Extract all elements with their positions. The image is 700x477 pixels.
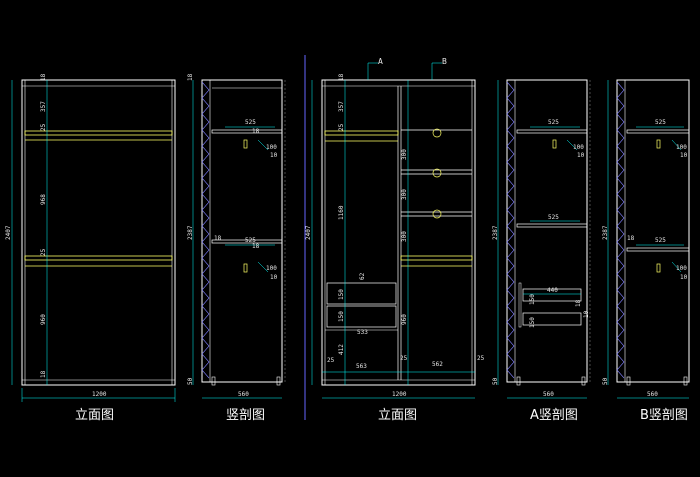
section-1: 2387 18 525 18 100 10 18 525 18 100 10 5… bbox=[187, 73, 286, 399]
caption-section-1: 竖剖图 bbox=[226, 408, 266, 423]
dim-e2-top: 18 bbox=[338, 73, 345, 81]
dim-e1-a: 357 bbox=[40, 101, 47, 112]
dim-s1-r2: 100 bbox=[266, 265, 277, 272]
dim-sb-w2: 525 bbox=[655, 237, 666, 244]
dim-sb-w1: 525 bbox=[655, 119, 666, 126]
caption-section-b: B竖剖图 bbox=[640, 408, 688, 423]
dim-e2-c: 62 bbox=[359, 272, 366, 280]
dim-e2-total-height: 2407 bbox=[305, 225, 312, 240]
dim-sa-w1: 525 bbox=[548, 119, 559, 126]
dim-sa-r1: 100 bbox=[573, 144, 584, 151]
section-a-drawer-2 bbox=[522, 312, 582, 326]
dim-s1-mid: 18 bbox=[214, 235, 222, 242]
elevation-1: 2407 18 357 25 968 25 960 18 1200 bbox=[5, 73, 176, 402]
dim-sa-w2: 525 bbox=[548, 214, 559, 221]
section-1-back-hatch bbox=[201, 81, 210, 379]
dim-e1-width: 1200 bbox=[92, 391, 107, 398]
dim-s1-bottom: 50 bbox=[187, 377, 194, 385]
section-marker-b: B bbox=[442, 57, 447, 66]
section-b: 2387 525 100 10 18 525 100 10 50 560 bbox=[602, 79, 690, 399]
dim-e2-533: 533 bbox=[357, 329, 368, 336]
dim-e2-width: 1200 bbox=[392, 391, 407, 398]
drawer-1 bbox=[326, 282, 397, 305]
dim-sa-total-height: 2387 bbox=[492, 225, 499, 240]
dim-e2-25b: 25 bbox=[400, 355, 408, 362]
dim-sb-total-height: 2387 bbox=[602, 225, 609, 240]
dim-s1-d1: 18 bbox=[252, 128, 260, 135]
shelf-1 bbox=[24, 130, 173, 136]
dim-e2-s1: 300 bbox=[401, 149, 408, 160]
dim-sb-r2b: 10 bbox=[680, 274, 688, 281]
dim-e2-25c: 25 bbox=[477, 355, 485, 362]
dim-s1-w2: 525 bbox=[245, 237, 256, 244]
section-marker-a: A bbox=[378, 57, 383, 66]
dim-sa-150b: 150 bbox=[529, 317, 536, 328]
dim-sa-r1b: 10 bbox=[577, 152, 585, 159]
drawer-2 bbox=[326, 305, 397, 328]
dim-s1-r1b: 10 bbox=[270, 152, 278, 159]
dim-e1-c: 25 bbox=[40, 248, 47, 256]
dim-sb-r1: 100 bbox=[676, 144, 687, 151]
dim-s1-width: 560 bbox=[238, 391, 249, 398]
shelf-2 bbox=[24, 255, 173, 261]
section-a-drawer-1 bbox=[522, 288, 582, 302]
dim-e2-563: 563 bbox=[356, 363, 367, 370]
dim-sa-440: 440 bbox=[547, 287, 558, 294]
section-a: 2387 525 100 10 525 440 18 150 150 10 50… bbox=[492, 79, 591, 399]
dim-e2-d: 150 bbox=[338, 289, 345, 300]
dim-s1-r1: 100 bbox=[266, 144, 277, 151]
dim-e1-low: 960 bbox=[40, 314, 47, 325]
dim-e1-bottom: 18 bbox=[40, 370, 47, 378]
dim-e2-a: 357 bbox=[338, 101, 345, 112]
dim-sb-r1b: 10 bbox=[680, 152, 688, 159]
dim-sa-150a: 150 bbox=[529, 294, 536, 305]
dim-sb-r2: 100 bbox=[676, 265, 687, 272]
dim-sa-10: 10 bbox=[583, 310, 590, 318]
dim-e2-f: 412 bbox=[338, 344, 345, 355]
dim-s1-total-height: 2387 bbox=[187, 225, 194, 240]
elevation-2: A B 2407 18 357 25 1160 62 150 150 412 3… bbox=[305, 57, 485, 399]
dim-e2-r: 960 bbox=[401, 314, 408, 325]
dim-s1-r2b: 10 bbox=[270, 274, 278, 281]
dim-e2-hang: 1160 bbox=[338, 205, 345, 220]
dim-e2-e: 150 bbox=[338, 311, 345, 322]
caption-section-a: A竖剖图 bbox=[530, 408, 578, 423]
dim-sb-mid: 18 bbox=[627, 235, 635, 242]
dim-e2-s3: 300 bbox=[401, 231, 408, 242]
dim-e1-b: 25 bbox=[40, 123, 47, 131]
dim-e1-mid: 968 bbox=[40, 194, 47, 205]
dim-e2-s2: 300 bbox=[401, 189, 408, 200]
caption-elevation-1: 立面图 bbox=[75, 408, 115, 423]
dim-s1-top: 18 bbox=[187, 73, 194, 81]
elevation-1-frame bbox=[21, 79, 176, 386]
dim-s1-w1: 525 bbox=[245, 119, 256, 126]
dim-sa-width: 560 bbox=[543, 391, 554, 398]
dim-sb-bottom: 50 bbox=[602, 377, 609, 385]
dim-e2-b: 25 bbox=[338, 123, 345, 131]
caption-elevation-2: 立面图 bbox=[378, 408, 418, 423]
dim-s1-d2: 18 bbox=[252, 243, 260, 250]
dim-sa-18: 18 bbox=[575, 299, 582, 307]
dim-e1-total-height: 2407 bbox=[5, 225, 12, 240]
dim-sb-width: 560 bbox=[647, 391, 658, 398]
dim-e1-top: 18 bbox=[40, 73, 47, 81]
dim-sa-bottom: 50 bbox=[492, 377, 499, 385]
dim-e2-562: 562 bbox=[432, 361, 443, 368]
dim-e2-25a: 25 bbox=[327, 357, 335, 364]
